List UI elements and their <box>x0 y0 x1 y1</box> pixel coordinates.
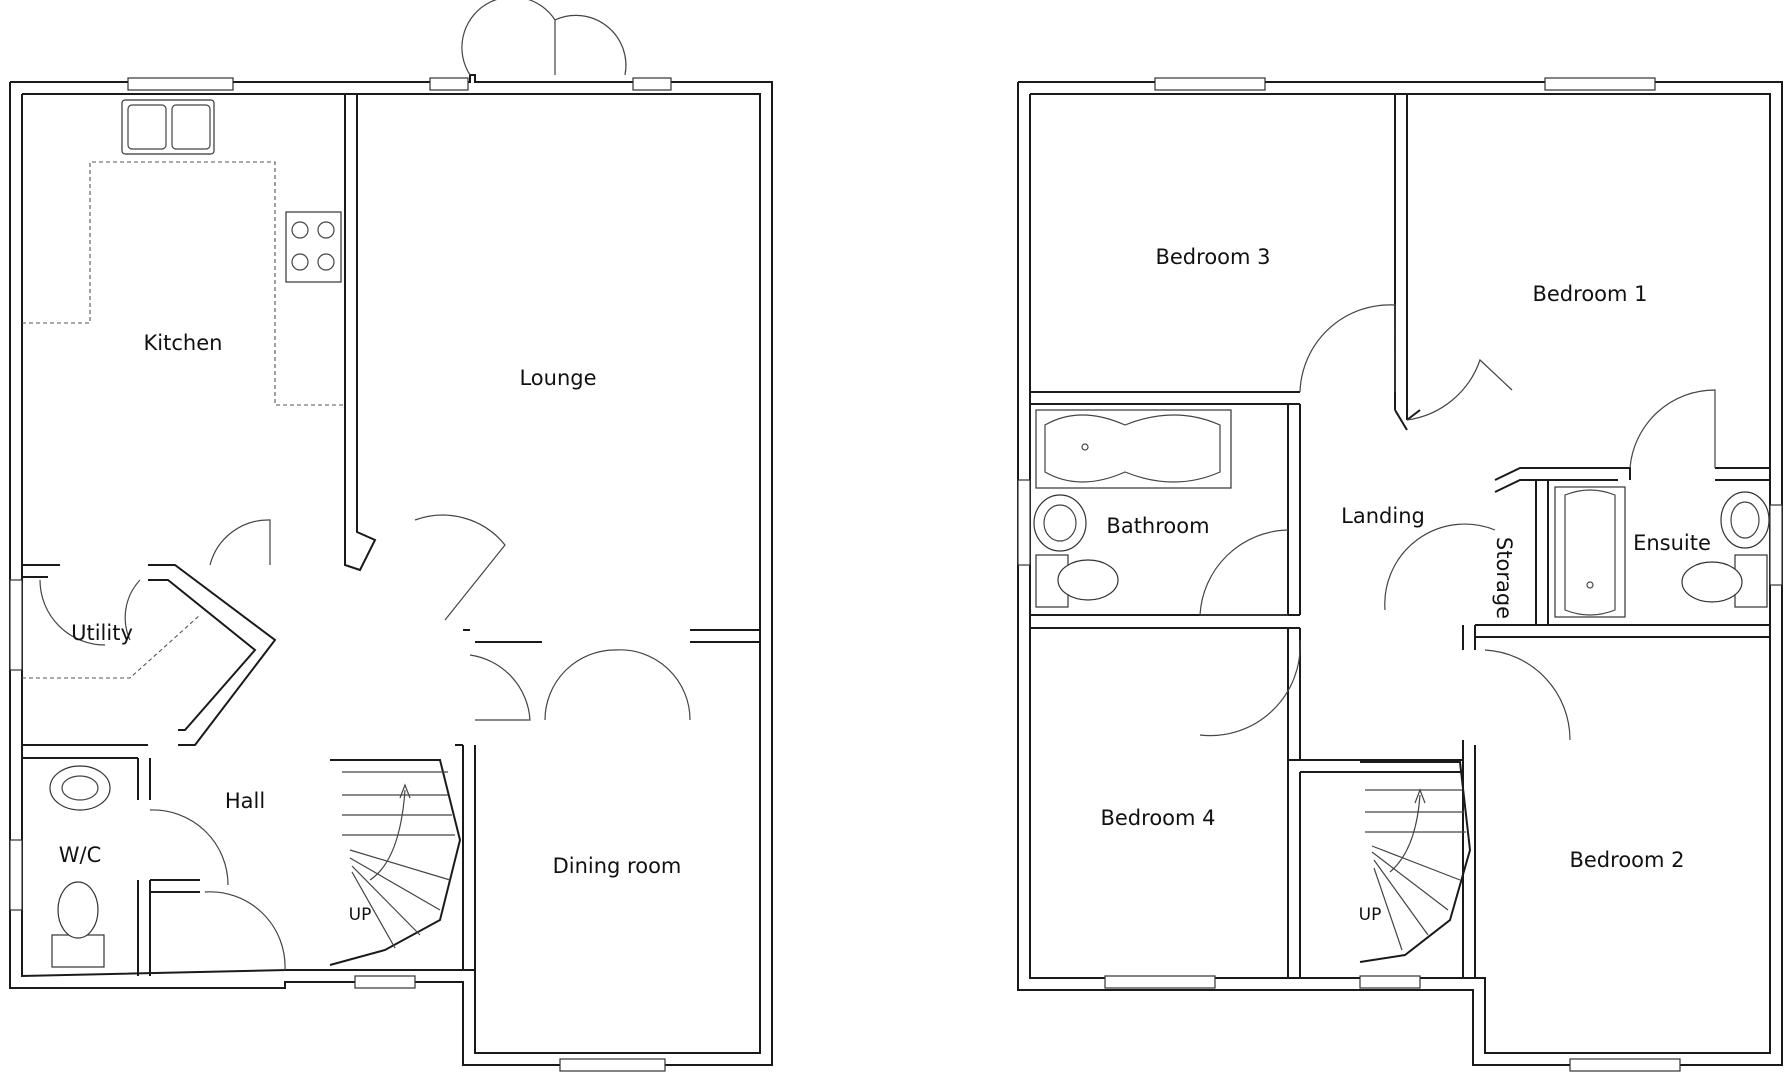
bathroom-window <box>1017 479 1031 566</box>
hall-label: Hall <box>225 789 265 813</box>
wc-label: W/C <box>59 843 102 867</box>
utility-label: Utility <box>71 621 133 645</box>
first-internal-walls <box>1030 94 1770 978</box>
landing-window <box>1359 975 1421 989</box>
ground-stair-up-label: UP <box>349 905 372 925</box>
ensuite-basin <box>1720 491 1770 549</box>
bedroom1-window <box>1544 77 1656 91</box>
ensuite-fixtures <box>1554 486 1770 618</box>
ground-outer-walls <box>9 74 773 1066</box>
utility-counter <box>22 614 201 679</box>
bathroom-label: Bathroom <box>1106 514 1209 538</box>
bedroom3-window <box>1154 77 1266 91</box>
wc-fixtures <box>49 765 111 968</box>
kitchen-window <box>127 77 234 91</box>
dining-room-label: Dining room <box>553 854 682 878</box>
kitchen-lounge-wall <box>344 94 377 572</box>
storage-label: Storage <box>1492 537 1516 619</box>
kitchen-hob <box>285 211 342 283</box>
ground-stair <box>329 759 462 966</box>
bedroom1-label: Bedroom 1 <box>1532 282 1647 306</box>
first-floor: Bedroom 3 Bedroom 1 Bathroom Landing Ens… <box>1017 77 1783 1072</box>
first-labels: Bedroom 3 Bedroom 1 Bathroom Landing Ens… <box>1100 245 1710 925</box>
kitchen-label: Kitchen <box>144 331 223 355</box>
bedroom4-label: Bedroom 4 <box>1100 806 1215 830</box>
dining-window <box>559 1058 666 1072</box>
ensuite-label: Ensuite <box>1633 531 1711 555</box>
kitchen-sink <box>121 99 215 155</box>
first-stair-up-label: UP <box>1359 905 1382 925</box>
wc-toilet-cistern <box>51 934 105 968</box>
hall-walls <box>22 564 463 976</box>
lounge-label: Lounge <box>519 366 596 390</box>
bedroom3-label: Bedroom 3 <box>1155 245 1270 269</box>
first-outer-walls <box>1017 81 1783 1066</box>
kitchen-units <box>22 99 345 406</box>
bedroom4-window <box>1104 975 1216 989</box>
ensuite-toilet-bowl <box>1681 561 1743 603</box>
bathroom-basin <box>1033 494 1087 552</box>
ground-doors <box>39 0 691 971</box>
ensuite-shower <box>1554 486 1626 618</box>
ensuite-window <box>1769 504 1783 586</box>
lounge-door-frame-left <box>429 77 469 91</box>
lounge-door-frame-right <box>632 77 672 91</box>
bedroom2-label: Bedroom 2 <box>1569 848 1684 872</box>
bathroom-fixtures <box>1033 409 1232 608</box>
hall-window <box>354 975 416 989</box>
ground-floor: Kitchen Lounge Utility Hall W/C Dining r… <box>9 0 773 1072</box>
first-windows <box>1017 77 1783 1072</box>
landing-label: Landing <box>1341 504 1425 528</box>
first-doors <box>1199 304 1716 741</box>
utility-window <box>9 579 23 671</box>
ground-windows <box>9 77 672 1072</box>
first-stair <box>1359 761 1472 963</box>
bedroom2-window <box>1569 1058 1681 1072</box>
wc-window <box>9 839 23 911</box>
lounge-dining-wall <box>462 629 760 970</box>
ground-labels: Kitchen Lounge Utility Hall W/C Dining r… <box>59 331 682 925</box>
wc-toilet-bowl <box>57 881 99 939</box>
bathroom-toilet-bowl <box>1057 559 1119 601</box>
wc-basin <box>49 765 111 811</box>
